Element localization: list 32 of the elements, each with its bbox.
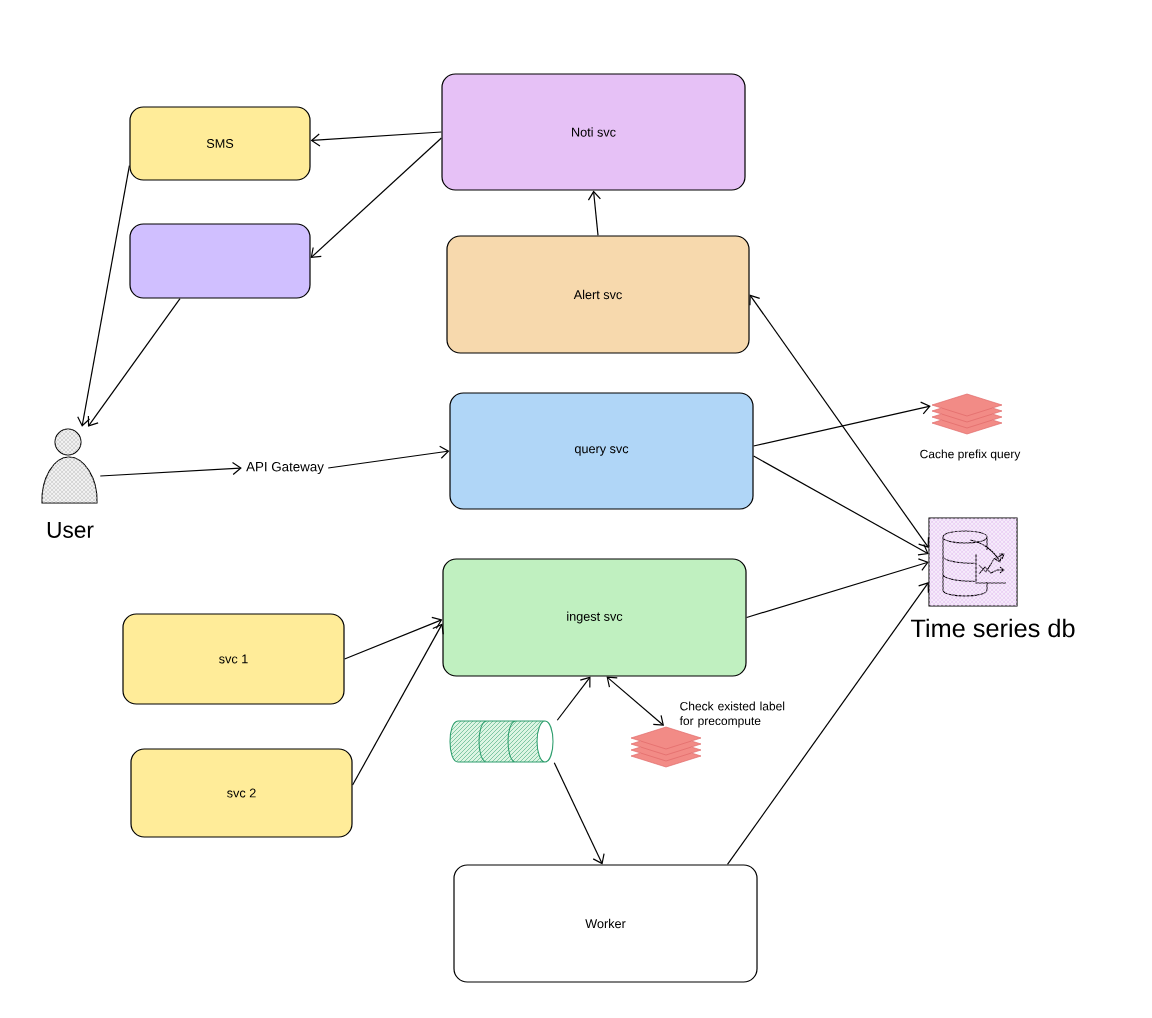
process-box: svc 2	[130, 748, 353, 838]
arrow	[99, 461, 242, 477]
arrow	[746, 558, 929, 619]
arrow	[344, 616, 443, 660]
icon-label: User	[47, 522, 94, 538]
arrow	[753, 455, 929, 556]
process-box: query svc	[449, 392, 754, 510]
arrow	[310, 131, 442, 147]
process-box: Alert svc	[446, 235, 750, 354]
process-box: Worker	[453, 864, 758, 983]
arrow	[327, 445, 450, 469]
process-box: ingest svc	[442, 558, 747, 677]
arrow	[310, 137, 442, 258]
arrow	[556, 676, 591, 721]
process-box: svc 1	[122, 613, 345, 705]
text-label: API Gateway	[246, 461, 324, 475]
process-box: SMS	[129, 106, 311, 181]
arrow	[87, 298, 181, 427]
arrow	[352, 623, 444, 786]
arrow	[749, 294, 930, 548]
icon-label: Check existed label for precompute	[679, 701, 785, 728]
process-box	[129, 223, 311, 299]
arrow	[77, 165, 130, 427]
arrow	[753, 401, 931, 447]
icon-label: Cache prefix query	[920, 449, 1021, 461]
arrow	[726, 582, 929, 865]
person-icon	[41, 428, 98, 504]
icon-label: Time series db	[911, 618, 1075, 638]
arrow	[587, 190, 601, 236]
arrow	[553, 762, 605, 865]
process-box: Noti svc	[441, 73, 746, 191]
arrow	[606, 676, 664, 726]
